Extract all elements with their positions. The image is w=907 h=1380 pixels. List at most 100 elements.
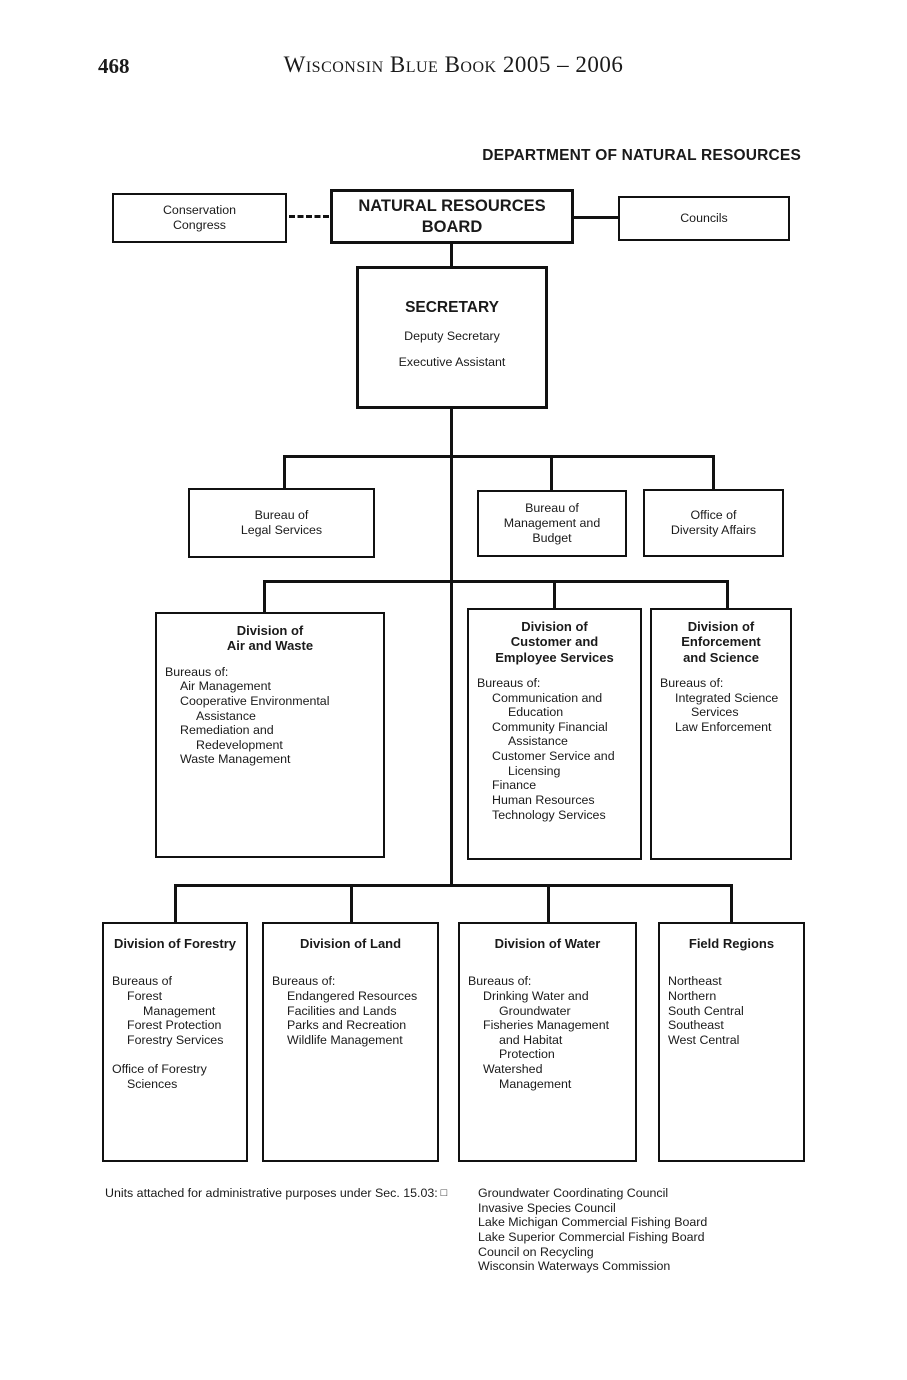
box-division-customer-employee-services: Division of Customer and Employee Servic… [467, 608, 642, 860]
box-label: NATURAL RESOURCES BOARD [358, 196, 546, 236]
executive-assistant-label: Executive Assistant [398, 355, 506, 369]
org-line: Management [499, 1076, 572, 1091]
org-line: Northern [668, 988, 717, 1003]
org-line: Air Management [180, 679, 271, 694]
org-line: Cooperative Environmental [180, 693, 330, 708]
box-division-enforcement-science: Division of Enforcement and Science Bure… [650, 608, 792, 860]
box-councils: Councils [618, 196, 790, 241]
connector-drop-management-budget [550, 455, 553, 490]
org-line: Endangered Resources [287, 988, 418, 1003]
connector-board-councils [572, 216, 618, 219]
org-line: Waste Management [180, 752, 291, 767]
org-line: Forest [127, 988, 163, 1003]
org-line: Remediation and [180, 723, 274, 738]
org-line: Bureaus of: [660, 675, 724, 690]
box-label: Bureau of Legal Services [240, 507, 323, 537]
box-label: Councils [680, 210, 728, 225]
box-secretary: SECRETARY Deputy Secretary Executive Ass… [356, 266, 548, 409]
box-division-water: Division of Water Bureaus of:Drinking Wa… [458, 922, 637, 1162]
connector-rail-tier4 [174, 884, 733, 887]
org-line: Bureaus of: [477, 675, 541, 690]
org-line: Fisheries Management [483, 1018, 610, 1033]
org-line: Groundwater [499, 1003, 571, 1018]
division-title: Division of Air and Waste [226, 623, 314, 654]
org-line: Law Enforcement [675, 719, 772, 734]
org-line: Parks and Recreation [287, 1018, 407, 1033]
box-label: Bureau of Management and Budget [503, 500, 601, 546]
box-office-diversity-affairs: Office of Diversity Affairs [643, 489, 784, 557]
connector-drop-enforcement-science [726, 580, 729, 608]
org-line: and Habitat [499, 1032, 563, 1047]
connector-drop-air-waste [263, 580, 266, 612]
org-line: Human Resources [492, 792, 595, 807]
org-line: Assistance [508, 734, 568, 749]
box-bureau-management-budget: Bureau of Management and Budget [477, 490, 627, 557]
box-label: Office of Diversity Affairs [670, 507, 757, 537]
org-line: Bureaus of: [165, 664, 229, 679]
footnote-unit: Invasive Species Council [478, 1200, 616, 1215]
box-label: Conservation Congress [162, 202, 236, 232]
org-line: Protection [499, 1047, 555, 1062]
footnote-label: Units attached for administrative purpos… [105, 1186, 447, 1200]
org-line: Watershed [483, 1062, 543, 1077]
footnote-unit: Council on Recycling [478, 1244, 594, 1259]
division-title: Division of Land [299, 936, 402, 951]
org-line: Wildlife Management [287, 1032, 403, 1047]
connector-drop-land [350, 884, 353, 922]
footnote-text: Units attached for administrative purpos… [105, 1186, 438, 1200]
org-line: Facilities and Lands [287, 1003, 397, 1018]
box-bureau-legal-services: Bureau of Legal Services [188, 488, 375, 558]
book-header: Wisconsin Blue Book 2005 – 2006 [283, 52, 624, 77]
division-title: Field Regions [688, 936, 775, 951]
org-line: Bureaus of [112, 974, 172, 989]
connector-drop-customer-services [553, 580, 556, 608]
org-line: Sciences [127, 1076, 178, 1091]
connector-drop-legal-services [283, 455, 286, 488]
division-title: Division of Forestry [113, 936, 237, 951]
connector-dashed-congress-board [289, 215, 329, 218]
deputy-secretary-label: Deputy Secretary [404, 329, 500, 343]
org-line: Forestry Services [127, 1032, 224, 1047]
org-line: Community Financial [492, 719, 608, 734]
footnote-unit: Groundwater Coordinating Council [478, 1186, 669, 1200]
connector-drop-water [547, 884, 550, 922]
org-line: Drinking Water and [483, 988, 589, 1003]
chart-title: DEPARTMENT OF NATURAL RESOURCES [482, 147, 801, 164]
connector-drop-field-regions [730, 884, 733, 922]
box-natural-resources-board: NATURAL RESOURCES BOARD [330, 189, 574, 244]
org-line: Management [143, 1003, 216, 1018]
org-line: Bureaus of: [468, 974, 532, 989]
org-line: Forest Protection [127, 1018, 222, 1033]
box-division-land: Division of Land Bureaus of:Endangered R… [262, 922, 439, 1162]
secretary-title: SECRETARY [405, 299, 499, 316]
connector-trunk [450, 408, 453, 886]
org-line: Northeast [668, 974, 722, 989]
org-line: Technology Services [492, 807, 606, 822]
org-line: Customer Service and [492, 749, 615, 764]
footnote-unit: Lake Superior Commercial Fishing Board [478, 1229, 705, 1244]
connector-board-secretary [450, 240, 453, 266]
org-line: Integrated Science [675, 690, 779, 705]
org-line: Education [508, 705, 564, 720]
page-number: 468 [98, 54, 130, 78]
org-line [112, 1047, 242, 1062]
box-division-air-waste: Division of Air and Waste Bureaus of:Air… [155, 612, 385, 858]
division-title: Division of Enforcement and Science [681, 619, 761, 665]
org-line: Southeast [668, 1018, 724, 1033]
footnote-unit: Lake Michigan Commercial Fishing Board [478, 1215, 708, 1230]
connector-rail-tier3 [263, 580, 729, 583]
box-glyph-icon: □ [440, 1187, 448, 1199]
org-line: West Central [668, 1032, 740, 1047]
connector-drop-diversity-affairs [712, 455, 715, 489]
org-line: Licensing [508, 763, 561, 778]
